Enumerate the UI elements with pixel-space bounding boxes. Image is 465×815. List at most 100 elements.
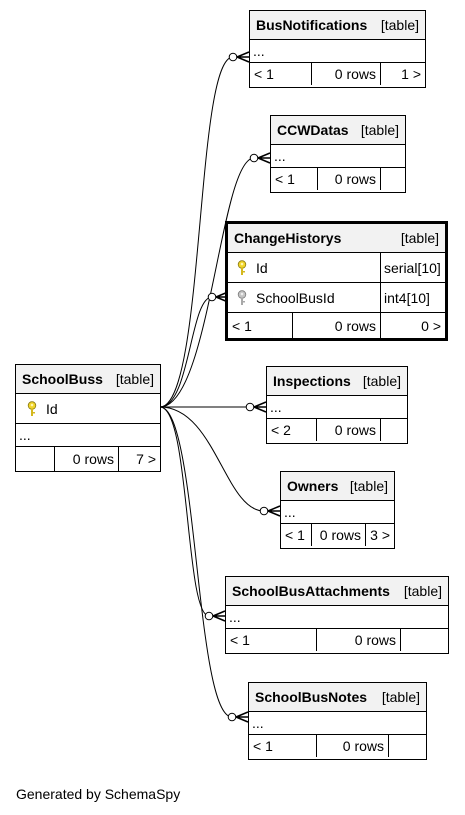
table-footer: 0 rows 7 > [16, 447, 160, 471]
table-name: SchoolBusNotes [255, 689, 368, 705]
next-link[interactable] [400, 629, 448, 651]
edge-bus-notifications [159, 51, 250, 408]
crows-foot-marker [236, 51, 250, 63]
row-count: 0 rows [311, 524, 365, 546]
table-school-buss[interactable]: SchoolBuss [table] Id ... 0 rows 7 > [15, 364, 161, 472]
ellipsis: ... [284, 504, 296, 520]
optional-circle-marker [228, 52, 238, 62]
next-link[interactable]: 1 > [380, 63, 425, 85]
ellipsis: ... [229, 609, 241, 625]
column-type: int4[10] [380, 283, 445, 312]
edge-line [159, 296, 213, 408]
optional-circle-marker [207, 292, 217, 302]
optional-circle-marker [259, 506, 269, 516]
column-name: Id [256, 259, 268, 276]
table-header: Owners [table] [281, 472, 394, 501]
table-name: Inspections [273, 373, 351, 389]
table-header: SchoolBuss [table] [16, 365, 160, 394]
column-name: SchoolBusId [256, 289, 335, 306]
table-kind: [table] [381, 689, 420, 705]
optional-circle-marker [204, 611, 214, 621]
table-name: BusNotifications [256, 17, 368, 33]
next-link[interactable] [380, 419, 407, 441]
optional-circle-marker [227, 712, 237, 722]
edge-line [159, 157, 255, 408]
edge-owners [159, 406, 281, 517]
prev-link[interactable]: < 1 [230, 632, 250, 648]
table-kind: [table] [403, 583, 442, 599]
ellipsis: ... [19, 427, 31, 443]
column-placeholder-row: ... [271, 145, 405, 168]
prev-link[interactable]: < 1 [285, 527, 305, 543]
table-footer: < 1 0 rows 1 > [250, 63, 425, 85]
ellipsis: ... [252, 715, 264, 731]
edge-line [159, 406, 265, 512]
column-row[interactable]: SchoolBusId int4[10] [228, 283, 445, 313]
next-link[interactable]: 7 > [118, 447, 160, 471]
edge-line [159, 406, 233, 718]
table-bus-notifications[interactable]: BusNotifications [table] ... < 1 0 rows … [249, 10, 426, 88]
table-kind: [table] [349, 478, 388, 494]
table-name: SchoolBusAttachments [232, 583, 390, 599]
crows-foot-marker [253, 401, 267, 413]
table-footer: < 1 0 rows [271, 168, 405, 190]
optional-circle-marker [249, 153, 259, 163]
column-placeholder-row: ... [281, 501, 394, 524]
table-kind: [table] [362, 373, 401, 389]
table-footer: < 1 0 rows 3 > [281, 524, 394, 546]
crows-foot-marker [235, 711, 249, 723]
prev-link[interactable]: < 1 [254, 66, 274, 82]
table-footer: < 1 0 rows [226, 629, 448, 651]
column-name-cell: Id [16, 394, 160, 423]
row-count: 0 rows [54, 447, 118, 471]
next-link[interactable] [388, 735, 426, 757]
edge-school-bus-notes [159, 406, 249, 723]
table-footer: < 2 0 rows [267, 419, 407, 441]
table-inspections[interactable]: Inspections [table] ... < 2 0 rows [266, 366, 408, 444]
table-school-bus-attachments[interactable]: SchoolBusAttachments [table] ... < 1 0 r… [225, 576, 449, 654]
table-change-historys[interactable]: ChangeHistorys [table] Id serial[10] Sch… [225, 221, 448, 341]
column-name-cell: SchoolBusId [228, 283, 380, 312]
primary-key-icon [24, 400, 40, 417]
table-footer: < 1 0 rows 0 > [228, 313, 445, 338]
next-link[interactable]: 0 > [380, 313, 445, 338]
row-count: 0 rows [316, 629, 400, 651]
column-name-cell: Id [228, 253, 380, 282]
table-ccw-datas[interactable]: CCWDatas [table] ... < 1 0 rows [270, 115, 406, 193]
edge-ccw-datas [159, 152, 271, 408]
table-name: SchoolBuss [22, 371, 103, 387]
foreign-key-icon [234, 289, 250, 306]
column-row[interactable]: Id [16, 394, 160, 424]
prev-link[interactable]: < 2 [271, 422, 291, 438]
prev-link[interactable]: < 1 [253, 738, 273, 754]
ellipsis: ... [253, 43, 265, 59]
edge-line [159, 406, 210, 617]
column-placeholder-row: ... [16, 424, 160, 447]
column-row[interactable]: Id serial[10] [228, 253, 445, 283]
prev-link[interactable] [16, 447, 54, 471]
table-footer: < 1 0 rows [249, 735, 426, 757]
row-count: 0 rows [317, 168, 380, 190]
column-placeholder-row: ... [249, 712, 426, 735]
row-count: 0 rows [316, 419, 380, 441]
table-owners[interactable]: Owners [table] ... < 1 0 rows 3 > [280, 471, 395, 549]
prev-link[interactable]: < 1 [232, 317, 252, 334]
table-header: BusNotifications [table] [250, 11, 425, 40]
table-name: ChangeHistorys [234, 230, 342, 246]
next-link[interactable]: 3 > [365, 524, 394, 546]
ellipsis: ... [270, 399, 282, 415]
column-placeholder-row: ... [267, 396, 407, 419]
next-link[interactable] [380, 168, 405, 190]
table-school-bus-notes[interactable]: SchoolBusNotes [table] ... < 1 0 rows [248, 682, 427, 760]
primary-key-icon [234, 259, 250, 276]
prev-link[interactable]: < 1 [275, 171, 295, 187]
edge-inspections [160, 401, 267, 413]
edge-change-historys [159, 291, 229, 408]
table-header: ChangeHistorys [table] [228, 224, 445, 253]
table-kind: [table] [115, 371, 154, 387]
table-name: Owners [287, 478, 339, 494]
optional-circle-marker [245, 402, 255, 412]
generated-by-footer: Generated by SchemaSpy [16, 786, 181, 802]
crows-foot-marker [212, 610, 226, 622]
